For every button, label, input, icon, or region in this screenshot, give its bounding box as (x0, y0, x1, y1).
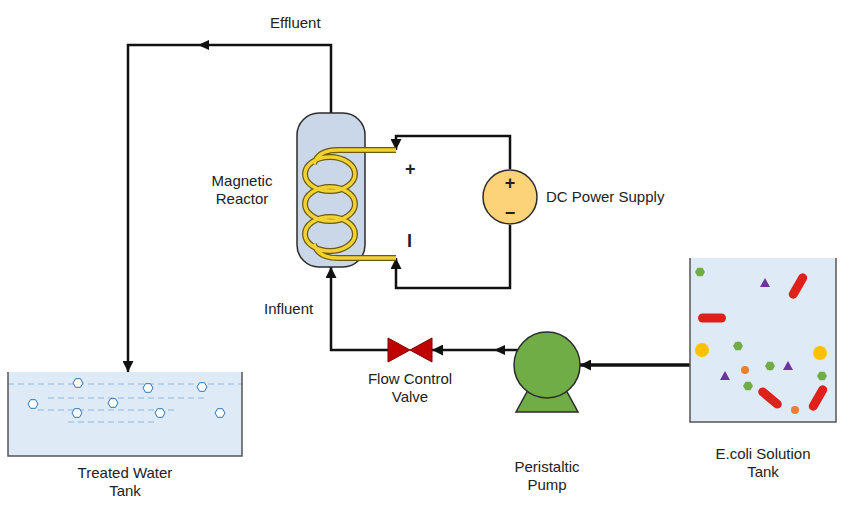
water-line (68, 422, 158, 423)
particle (741, 366, 749, 374)
pipe-connector (432, 349, 518, 352)
particle (720, 371, 730, 380)
solution-fill (690, 258, 836, 422)
bacterium (787, 272, 809, 301)
clean-particle (73, 379, 83, 388)
clean-particle (143, 384, 153, 393)
bacterium (698, 314, 726, 323)
particle (791, 406, 799, 414)
tank-wall (8, 372, 242, 456)
clean-particle (155, 409, 165, 418)
node-label: Treated Water Tank (60, 464, 190, 500)
coil-outline (305, 150, 396, 258)
clean-particle (108, 399, 118, 408)
water-line (48, 398, 208, 399)
particle (813, 346, 827, 360)
pump-shape (512, 330, 582, 414)
treated-tank: Treated Water Tank (8, 372, 242, 456)
particle (783, 361, 793, 370)
dc-supply-symbol (483, 170, 537, 224)
particle (733, 342, 743, 351)
node-label: + (482, 172, 538, 194)
particle (765, 362, 775, 371)
node-label: Peristaltic Pump (502, 458, 592, 494)
water-line (8, 384, 242, 385)
edge-label: + (403, 158, 418, 180)
flow-valve: Flow Control Valve (388, 338, 432, 362)
clean-particle (215, 409, 225, 418)
pipe-connector (331, 267, 388, 350)
particle (743, 382, 753, 391)
node-label: Flow Control Valve (360, 370, 460, 406)
reactor: Magnetic Reactor (296, 112, 396, 268)
particle (695, 343, 709, 357)
particle (817, 372, 827, 381)
coil-winding (305, 150, 396, 258)
edge-label: Influent (262, 300, 315, 318)
particle (695, 268, 705, 277)
source-tank-shape (690, 258, 836, 422)
node-label: − (482, 202, 538, 224)
clean-particle (197, 383, 207, 392)
clean-particle (72, 409, 82, 418)
node-label: Magnetic Reactor (196, 172, 288, 208)
clean-particle (28, 400, 38, 409)
node-label: E.coli Solution Tank (703, 445, 823, 481)
reactor-shape (296, 112, 396, 268)
source-tank: E.coli Solution Tank (690, 258, 836, 422)
bacterium (807, 384, 829, 413)
pipe-connector (580, 363, 690, 367)
valve-symbol (388, 338, 410, 362)
power-supply: +−DC Power Supply (482, 169, 538, 225)
tank-wall (690, 258, 836, 422)
node-label: DC Power Supply (546, 188, 664, 206)
water-fill (8, 372, 242, 456)
valve-symbol (410, 338, 432, 362)
particle (760, 278, 770, 287)
pipe-connector (396, 225, 510, 288)
edge-label: I (405, 230, 414, 252)
pump-body (514, 332, 580, 398)
edge-label: Effluent (268, 14, 323, 32)
flow-valve-shape (388, 338, 432, 362)
bacterium (756, 386, 783, 411)
pump: Peristaltic Pump (512, 330, 582, 414)
treated-tank-shape (8, 372, 242, 456)
